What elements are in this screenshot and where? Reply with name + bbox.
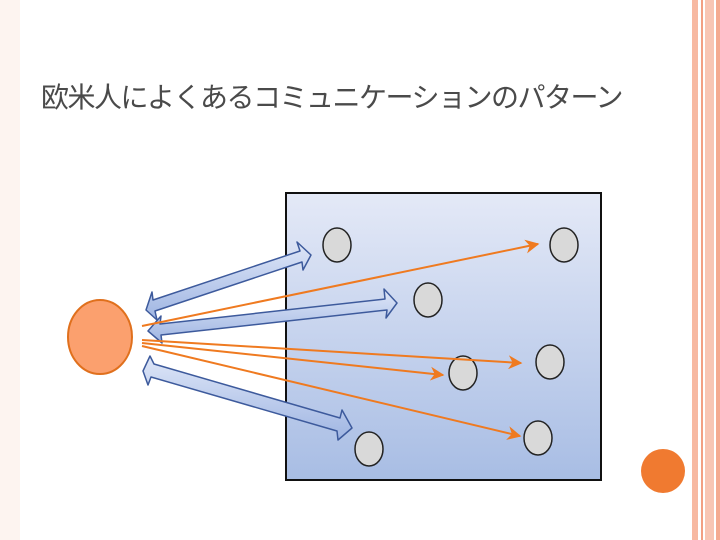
two-way-arrow — [142, 355, 353, 441]
message-arrow — [141, 345, 522, 440]
message-arrow — [141, 239, 540, 327]
right-decorative-stripe — [692, 0, 698, 540]
audience-member-icon — [549, 227, 579, 263]
audience-member-icon — [448, 355, 478, 391]
audience-member-icon — [523, 420, 553, 456]
left-decorative-stripe — [0, 0, 20, 540]
audience-group — [322, 227, 579, 467]
right-decorative-stripe — [716, 0, 720, 540]
speaker-icon — [67, 299, 133, 375]
audience-member-icon — [413, 282, 443, 318]
message-arrow — [141, 342, 445, 381]
message-arrow — [141, 339, 523, 370]
audience-member-icon — [322, 227, 352, 263]
audience-member-icon — [535, 344, 565, 380]
slide-title: 欧米人によくあるコミュニケーションのパターン — [41, 81, 624, 114]
accent-circle-icon — [641, 449, 685, 493]
right-decorative-stripe — [701, 0, 703, 540]
audience-member-icon — [354, 431, 384, 467]
two-way-arrow — [145, 241, 312, 321]
right-decorative-stripe — [705, 0, 714, 540]
